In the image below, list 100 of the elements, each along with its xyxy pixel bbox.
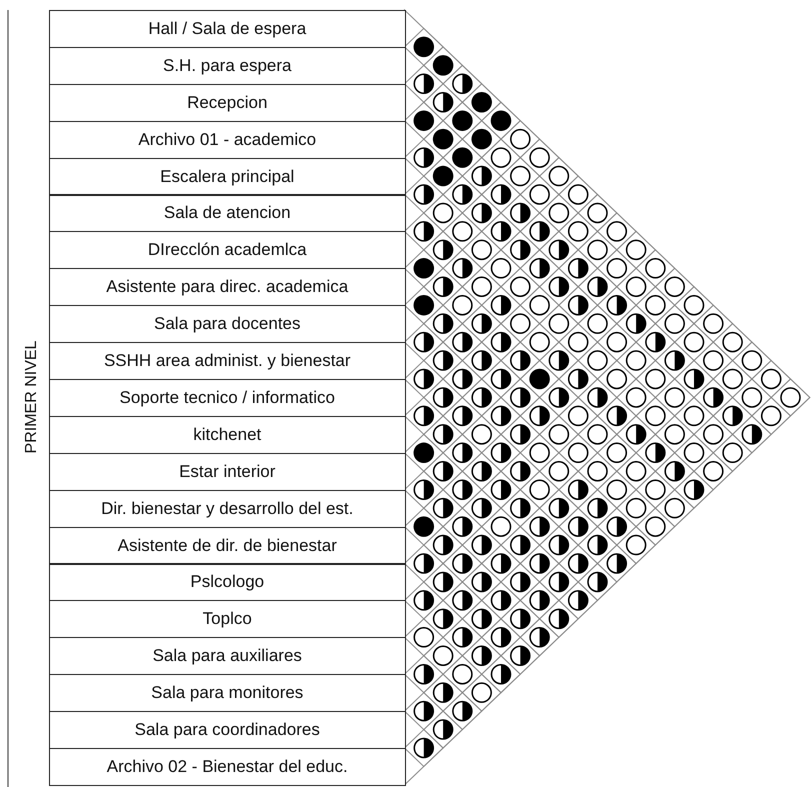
empty-dot bbox=[684, 332, 704, 352]
empty-dot bbox=[587, 240, 608, 260]
room-name: Asistente para direc. academica bbox=[106, 277, 348, 298]
empty-dot bbox=[529, 184, 550, 205]
room-name: S.H. para espera bbox=[162, 56, 292, 76]
filled-dot bbox=[529, 368, 550, 390]
empty-dot bbox=[606, 442, 628, 464]
room-name: Sala para docentes bbox=[154, 314, 300, 334]
half-filled-dot bbox=[414, 368, 434, 390]
table-row bbox=[49, 637, 406, 676]
empty-dot bbox=[645, 258, 666, 279]
empty-dot bbox=[471, 424, 492, 445]
empty-dot bbox=[703, 350, 724, 371]
half-filled-dot bbox=[432, 498, 454, 518]
half-filled-dot bbox=[684, 368, 704, 390]
half-filled-dot bbox=[548, 387, 570, 408]
half-filled-dot bbox=[664, 461, 685, 482]
half-filled-dot bbox=[471, 534, 492, 556]
half-filled-dot bbox=[568, 294, 588, 316]
room-name: Pslcologo bbox=[190, 572, 264, 592]
half-filled-dot bbox=[645, 332, 666, 352]
empty-dot bbox=[452, 294, 473, 316]
half-filled-dot bbox=[510, 461, 531, 482]
empty-dot bbox=[760, 406, 782, 426]
table-row bbox=[49, 46, 406, 85]
filled-dot bbox=[452, 147, 473, 168]
half-filled-dot bbox=[587, 276, 608, 297]
empty-dot bbox=[587, 461, 608, 482]
half-filled-dot bbox=[490, 664, 512, 684]
filled-dot bbox=[452, 110, 473, 131]
empty-dot bbox=[548, 424, 570, 445]
half-filled-dot bbox=[645, 442, 666, 464]
half-filled-dot bbox=[510, 202, 531, 224]
room-name: Soporte tecnico / informatico bbox=[120, 388, 335, 408]
half-filled-dot bbox=[452, 700, 473, 722]
filled-dot bbox=[414, 442, 434, 464]
half-filled-dot bbox=[452, 368, 473, 390]
half-filled-dot bbox=[452, 406, 473, 426]
half-filled-dot bbox=[490, 553, 512, 574]
table-row bbox=[49, 158, 406, 196]
empty-dot bbox=[626, 240, 646, 260]
empty-dot bbox=[548, 166, 570, 186]
empty-dot bbox=[548, 313, 570, 334]
half-filled-dot bbox=[414, 221, 434, 242]
half-filled-dot bbox=[490, 590, 512, 611]
empty-dot bbox=[722, 332, 743, 352]
half-filled-dot bbox=[490, 332, 512, 352]
half-filled-dot bbox=[548, 240, 570, 260]
room-name: DIrecclón academlca bbox=[148, 240, 307, 260]
filled-dot bbox=[414, 110, 434, 131]
half-filled-dot bbox=[490, 368, 512, 390]
filled-dot bbox=[414, 36, 434, 58]
half-filled-dot bbox=[414, 738, 434, 758]
half-filled-dot bbox=[432, 719, 454, 740]
table-row bbox=[49, 674, 406, 712]
empty-dot bbox=[568, 442, 588, 464]
half-filled-dot bbox=[471, 313, 492, 334]
half-filled-dot bbox=[529, 627, 550, 648]
empty-dot bbox=[626, 387, 646, 408]
empty-dot bbox=[471, 276, 492, 297]
half-filled-dot bbox=[529, 406, 550, 426]
half-filled-dot bbox=[452, 590, 473, 611]
empty-dot bbox=[606, 221, 628, 242]
room-name: Sala para auxiliares bbox=[152, 646, 302, 666]
table-row bbox=[49, 84, 406, 122]
half-filled-dot bbox=[452, 332, 473, 352]
empty-dot bbox=[510, 166, 531, 186]
half-filled-dot bbox=[568, 368, 588, 390]
half-filled-dot bbox=[548, 498, 570, 518]
room-name: Escalera principal bbox=[160, 166, 294, 187]
half-filled-dot bbox=[490, 627, 512, 648]
room-name: Hall / Sala de espera bbox=[148, 18, 306, 39]
empty-dot bbox=[664, 424, 685, 445]
half-filled-dot bbox=[432, 461, 454, 482]
room-name: Sala para monitores bbox=[151, 683, 304, 704]
half-filled-dot bbox=[471, 498, 492, 518]
table-row bbox=[49, 120, 406, 159]
empty-dot bbox=[703, 424, 724, 445]
empty-dot bbox=[529, 294, 550, 316]
half-filled-dot bbox=[414, 700, 434, 722]
half-filled-dot bbox=[452, 258, 473, 279]
half-filled-dot bbox=[490, 479, 512, 500]
half-filled-dot bbox=[432, 387, 454, 408]
filled-dot bbox=[471, 128, 492, 150]
half-filled-dot bbox=[490, 406, 512, 426]
empty-dot bbox=[548, 202, 570, 224]
half-filled-dot bbox=[568, 479, 588, 500]
half-filled-dot bbox=[471, 166, 492, 186]
half-filled-dot bbox=[432, 313, 454, 334]
empty-dot bbox=[606, 258, 628, 279]
half-filled-dot bbox=[452, 74, 473, 94]
filled-dot bbox=[490, 110, 512, 131]
half-filled-dot bbox=[568, 590, 588, 611]
empty-dot bbox=[452, 221, 473, 242]
room-name: SSHH area administ. y bienestar bbox=[104, 351, 351, 372]
empty-dot bbox=[626, 534, 646, 556]
empty-dot bbox=[471, 240, 492, 260]
empty-dot bbox=[529, 479, 550, 500]
filled-dot bbox=[471, 92, 492, 112]
empty-dot bbox=[703, 313, 724, 334]
